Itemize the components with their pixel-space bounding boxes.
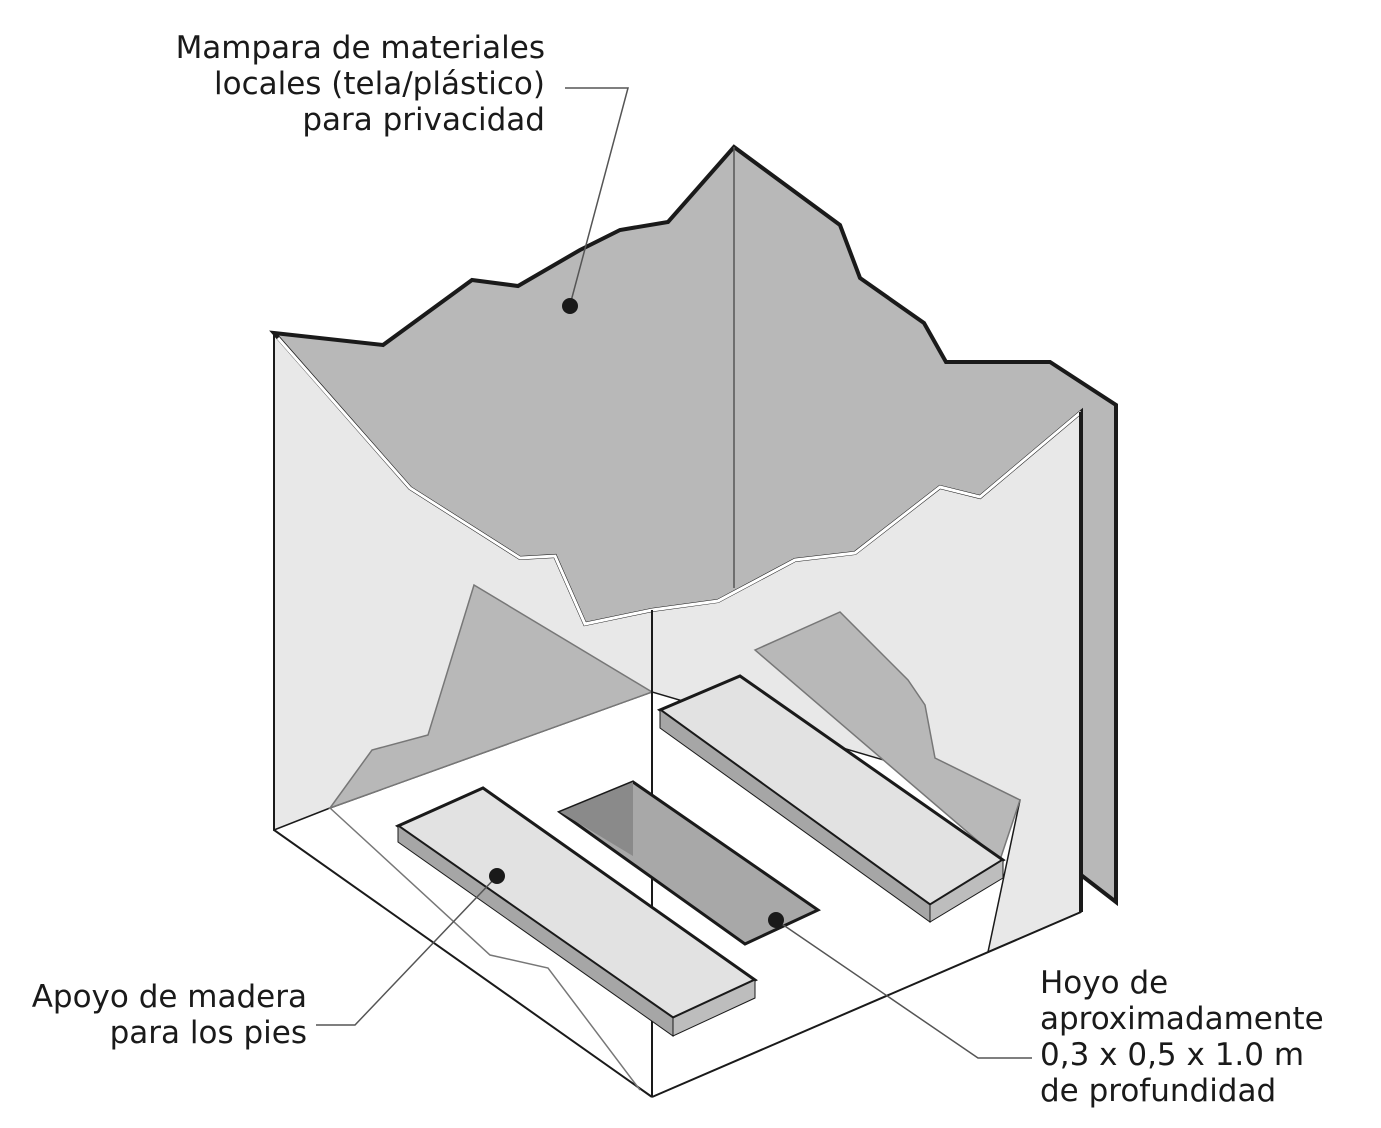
- leader-screen: [565, 87, 629, 306]
- enclosure-front-left-edge: [273, 333, 653, 1098]
- label-hole-line2: aproximadamente: [1040, 1001, 1324, 1037]
- hole-wall: [560, 782, 633, 856]
- label-hole-line1: Hoyo de: [1040, 965, 1169, 1001]
- inner-floor-line-left: [329, 807, 641, 1091]
- leader-dot-footrest: [489, 868, 505, 884]
- label-footrest-line2: para los pies: [109, 1015, 307, 1051]
- label-privacy-screen-line1: Mampara de materiales: [175, 30, 545, 66]
- inner-wall-left-shade: [327, 583, 654, 810]
- label-privacy-screen: Mampara de materiales locales (tela/plás…: [176, 30, 545, 138]
- label-hole: Hoyo de aproximadamente 0,3 x 0,5 x 1.0 …: [1040, 965, 1324, 1109]
- screen-inner-edge: [276, 337, 1082, 626]
- leader-dot-screen: [562, 298, 578, 314]
- label-hole-line4: de profundidad: [1040, 1073, 1277, 1109]
- leader-dot-hole: [768, 912, 784, 928]
- label-privacy-screen-line2: locales (tela/plástico): [214, 66, 545, 102]
- footrest-right-end: [929, 859, 1004, 923]
- leader-footrest: [316, 875, 498, 1026]
- leader-hole: [775, 919, 1032, 1059]
- label-privacy-screen-line3: para privacidad: [302, 102, 545, 138]
- inner-wall-right-shade: [753, 611, 1021, 862]
- label-footrest-line1: Apoyo de madera: [31, 979, 307, 1015]
- footrest-left-end: [672, 979, 756, 1037]
- label-footrest: Apoyo de madera para los pies: [32, 979, 307, 1051]
- enclosure-front-right-edge: [651, 911, 1082, 1098]
- label-hole-line3: 0,3 x 0,5 x 1.0 m: [1040, 1037, 1305, 1073]
